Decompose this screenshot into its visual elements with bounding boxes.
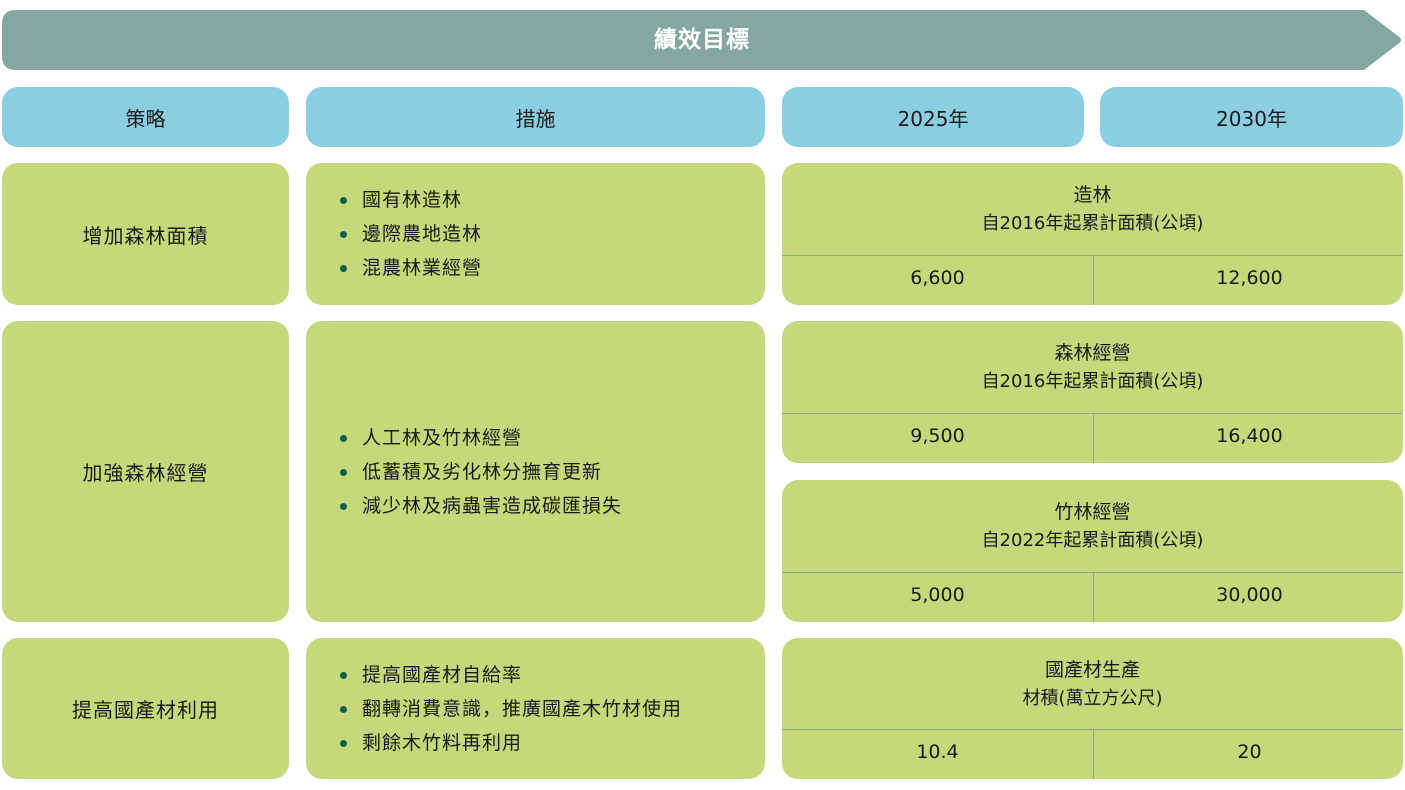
bullet-icon: [340, 671, 347, 679]
target-unit: 自2016年起累計面積(公頃): [981, 213, 1204, 234]
header-year-2025: 2025年: [782, 87, 1084, 147]
bullet-icon: [340, 705, 347, 713]
bullet-icon: [340, 434, 347, 442]
strategy-cell: 加強森林經營: [2, 321, 289, 622]
target-value-2030: 20: [1237, 741, 1262, 763]
target-title: 造林: [1073, 184, 1112, 206]
target-card-afforestation: 造林 自2016年起累計面積(公頃) 6,600 12,600: [782, 163, 1403, 305]
header-strategy: 策略: [2, 87, 289, 147]
target-title: 森林經營: [1054, 342, 1131, 364]
target-card-forest-management: 森林經營 自2016年起累計面積(公頃) 9,500 16,400: [782, 321, 1403, 463]
measures-cell: 提高國產材自給率 翻轉消費意識，推廣國產木竹材使用 剩餘木竹料再利用: [306, 638, 765, 779]
bullet-icon: [340, 739, 347, 747]
measure-item: 剩餘木竹料再利用: [340, 726, 682, 760]
measures-list: 國有林造林 邊際農地造林 混農林業經營: [306, 183, 482, 285]
divider: [1093, 413, 1094, 463]
banner-title: 績效目標: [654, 27, 750, 53]
divider: [1093, 572, 1094, 622]
bullet-icon: [340, 265, 347, 272]
bullet-icon: [340, 468, 347, 476]
divider: [1093, 729, 1094, 779]
strategy-cell: 增加森林面積: [2, 163, 289, 305]
measure-item: 國有林造林: [340, 183, 482, 217]
measure-item: 減少林及病蟲害造成碳匯損失: [340, 489, 622, 523]
target-title: 竹林經營: [1054, 501, 1131, 523]
target-unit: 材積(萬立方公尺): [1022, 688, 1163, 709]
measures-cell: 國有林造林 邊際農地造林 混農林業經營: [306, 163, 765, 305]
bullet-icon: [340, 197, 347, 204]
measure-item: 低蓄積及劣化林分撫育更新: [340, 455, 622, 489]
target-value-2025: 10.4: [916, 741, 959, 763]
target-value-2025: 5,000: [910, 584, 965, 606]
bullet-icon: [340, 502, 347, 510]
target-title: 國產材生產: [1044, 659, 1140, 681]
target-card-bamboo-management: 竹林經營 自2022年起累計面積(公頃) 5,000 30,000: [782, 480, 1403, 622]
target-value-2025: 9,500: [910, 425, 965, 447]
measure-item: 提高國產材自給率: [340, 658, 682, 692]
measure-item: 混農林業經營: [340, 251, 482, 285]
header-measures: 措施: [306, 87, 765, 147]
strategy-cell: 提高國產材利用: [2, 638, 289, 779]
divider: [782, 255, 1403, 256]
divider: [782, 729, 1403, 730]
measure-item: 人工林及竹林經營: [340, 421, 622, 455]
target-card-domestic-timber: 國產材生產 材積(萬立方公尺) 10.4 20: [782, 638, 1403, 779]
arrow-banner-shape: [2, 10, 1401, 70]
measure-item: 翻轉消費意識，推廣國產木竹材使用: [340, 692, 682, 726]
divider: [782, 572, 1403, 573]
measure-item: 邊際農地造林: [340, 217, 482, 251]
measures-cell: 人工林及竹林經營 低蓄積及劣化林分撫育更新 減少林及病蟲害造成碳匯損失: [306, 321, 765, 622]
measures-list: 提高國產材自給率 翻轉消費意識，推廣國產木竹材使用 剩餘木竹料再利用: [306, 658, 682, 760]
header-year-2030: 2030年: [1100, 87, 1403, 147]
performance-goals-banner: 績效目標: [2, 10, 1402, 70]
target-unit: 自2022年起累計面積(公頃): [981, 530, 1204, 551]
target-unit: 自2016年起累計面積(公頃): [981, 371, 1204, 392]
bullet-icon: [340, 231, 347, 238]
target-value-2025: 6,600: [910, 267, 965, 289]
divider: [1093, 255, 1094, 305]
target-value-2030: 12,600: [1216, 267, 1283, 289]
measures-list: 人工林及竹林經營 低蓄積及劣化林分撫育更新 減少林及病蟲害造成碳匯損失: [306, 421, 622, 523]
target-value-2030: 30,000: [1216, 584, 1283, 606]
target-value-2030: 16,400: [1216, 425, 1283, 447]
divider: [782, 413, 1403, 414]
